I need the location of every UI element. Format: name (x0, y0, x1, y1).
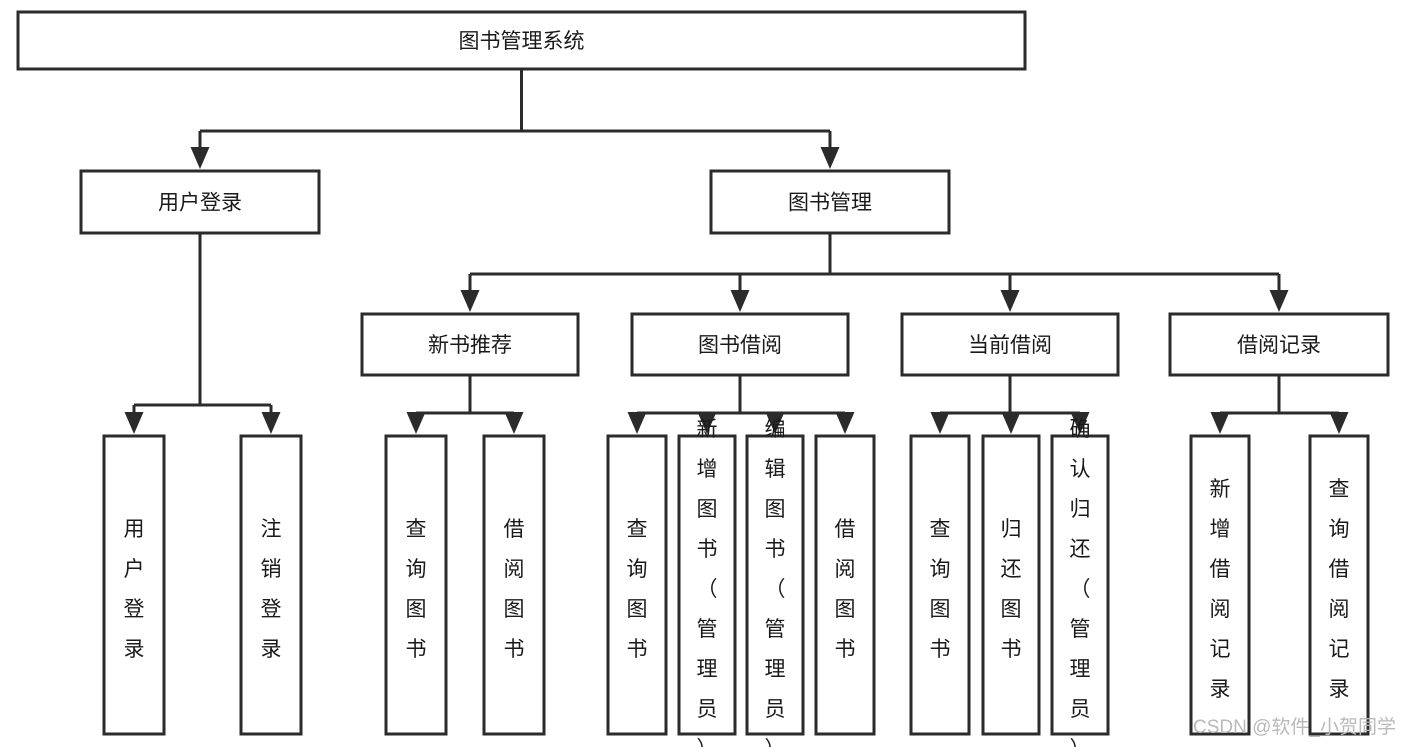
csdn-watermark: CSDN @软件_小贺同学 (1193, 716, 1396, 738)
node-root-图书管理系统-rect (16, 10, 1027, 71)
node-leaf-return-book-rect (981, 434, 1041, 736)
node-leaf-confirm-return-label: 确认归还（管理员） (1070, 418, 1091, 747)
node-leaf-borrow-book-1[interactable]: 借阅图书 (482, 434, 546, 736)
node-new-book-recommend-rect (360, 312, 580, 377)
node-leaf-borrow-book-1-rect (482, 434, 546, 736)
node-root-图书管理系统-label: 图书管理系统 (459, 30, 585, 53)
node-borrow-record[interactable]: 借阅记录 (1168, 312, 1390, 377)
node-leaf-confirm-return-rect (1050, 434, 1110, 736)
node-leaf-query-book-3[interactable]: 查询图书 (909, 434, 971, 736)
node-leaf-query-book-2[interactable]: 查询图书 (606, 434, 668, 736)
node-leaf-query-book-1-rect (384, 434, 448, 736)
node-leaf-query-book-3-label: 查询图书 (930, 518, 951, 661)
node-current-borrow-label: 当前借阅 (968, 334, 1052, 357)
node-user-login[interactable]: 用户登录 (79, 169, 321, 235)
node-leaf-user-logout[interactable]: 注销登录 (239, 434, 303, 736)
node-leaf-confirm-return[interactable]: 确认归还（管理员） (1050, 418, 1110, 747)
node-layer: 图书管理系统用户登录图书管理新书推荐图书借阅当前借阅借阅记录用户登录注销登录查询… (16, 10, 1390, 747)
node-book-manage[interactable]: 图书管理 (709, 169, 951, 235)
node-leaf-borrow-book-2[interactable]: 借阅图书 (814, 434, 876, 736)
node-root-图书管理系统[interactable]: 图书管理系统 (16, 10, 1027, 71)
node-leaf-add-record-rect (1189, 434, 1251, 736)
node-borrow-record-rect (1168, 312, 1390, 377)
node-leaf-edit-book[interactable]: 编辑图书（管理员） (745, 418, 805, 747)
node-current-borrow-rect (900, 312, 1120, 377)
node-leaf-borrow-book-2-label: 借阅图书 (835, 518, 856, 661)
node-borrow-record-label: 借阅记录 (1237, 334, 1321, 357)
node-leaf-user-logout-rect (239, 434, 303, 736)
node-leaf-add-book[interactable]: 新增图书（管理员） (677, 418, 737, 747)
node-book-manage-label: 图书管理 (788, 192, 872, 215)
node-leaf-user-login-rect (102, 434, 166, 736)
node-leaf-edit-book-rect (745, 434, 805, 736)
node-leaf-user-login[interactable]: 用户登录 (102, 434, 166, 736)
node-leaf-add-book-rect (677, 434, 737, 736)
node-leaf-query-record-rect (1308, 434, 1370, 736)
node-book-borrow[interactable]: 图书借阅 (630, 312, 850, 377)
connector-layer (124, 69, 1349, 434)
node-book-borrow-rect (630, 312, 850, 377)
node-leaf-edit-book-label: 编辑图书（管理员） (765, 418, 786, 747)
node-new-book-recommend-label: 新书推荐 (428, 334, 512, 357)
node-leaf-query-book-1-label: 查询图书 (406, 518, 427, 661)
node-leaf-borrow-book-1-label: 借阅图书 (504, 518, 525, 661)
node-leaf-user-login-label: 用户登录 (124, 518, 145, 661)
node-leaf-borrow-book-2-rect (814, 434, 876, 736)
node-leaf-add-record-label: 新增借阅记录 (1210, 478, 1231, 701)
node-leaf-add-record[interactable]: 新增借阅记录 (1189, 434, 1251, 736)
node-book-borrow-label: 图书借阅 (698, 334, 782, 357)
node-leaf-query-book-2-rect (606, 434, 668, 736)
node-user-login-label: 用户登录 (158, 192, 242, 215)
node-book-manage-rect (709, 169, 951, 235)
node-leaf-query-record-label: 查询借阅记录 (1329, 478, 1350, 701)
node-user-login-rect (79, 169, 321, 235)
node-leaf-query-book-3-rect (909, 434, 971, 736)
node-current-borrow[interactable]: 当前借阅 (900, 312, 1120, 377)
node-leaf-query-book-1[interactable]: 查询图书 (384, 434, 448, 736)
node-leaf-user-logout-label: 注销登录 (261, 518, 282, 661)
node-leaf-query-book-2-label: 查询图书 (627, 518, 648, 661)
node-leaf-return-book-label: 归还图书 (1001, 518, 1022, 661)
node-new-book-recommend[interactable]: 新书推荐 (360, 312, 580, 377)
node-leaf-return-book[interactable]: 归还图书 (981, 434, 1041, 736)
node-leaf-add-book-label: 新增图书（管理员） (697, 418, 718, 747)
node-leaf-query-record[interactable]: 查询借阅记录 (1308, 434, 1370, 736)
